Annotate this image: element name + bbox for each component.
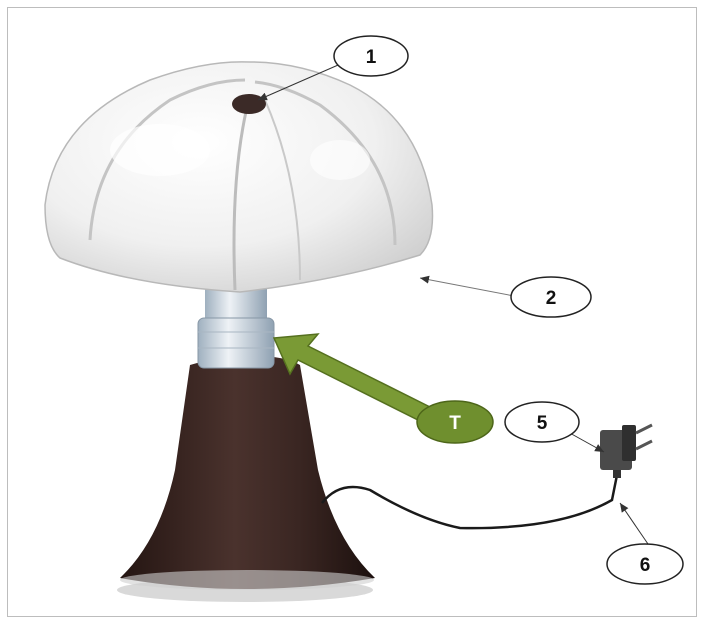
base-rim (120, 570, 374, 590)
leader-line-2 (420, 278, 514, 296)
callout-t-label: T (449, 413, 461, 434)
callout-5-label: 5 (537, 413, 548, 434)
leader-line-6 (620, 503, 648, 544)
lamp-base (120, 356, 375, 589)
callout-1-label: 1 (366, 47, 377, 68)
callout-5: 5 (505, 402, 579, 442)
callout-1: 1 (334, 36, 408, 76)
leader-line-5 (568, 432, 604, 452)
callout-2-label: 2 (546, 288, 557, 309)
power-cable (322, 470, 618, 528)
callout-6: 6 (607, 544, 683, 584)
lamp-shade (45, 62, 433, 292)
callout-6-label: 6 (640, 555, 651, 576)
lamp-neck-ring (198, 318, 274, 368)
callout-2: 2 (511, 277, 591, 317)
callout-t: T (417, 401, 493, 443)
lamp-neck (205, 288, 267, 320)
shade-top-knob (232, 94, 266, 114)
power-adapter (600, 425, 652, 478)
